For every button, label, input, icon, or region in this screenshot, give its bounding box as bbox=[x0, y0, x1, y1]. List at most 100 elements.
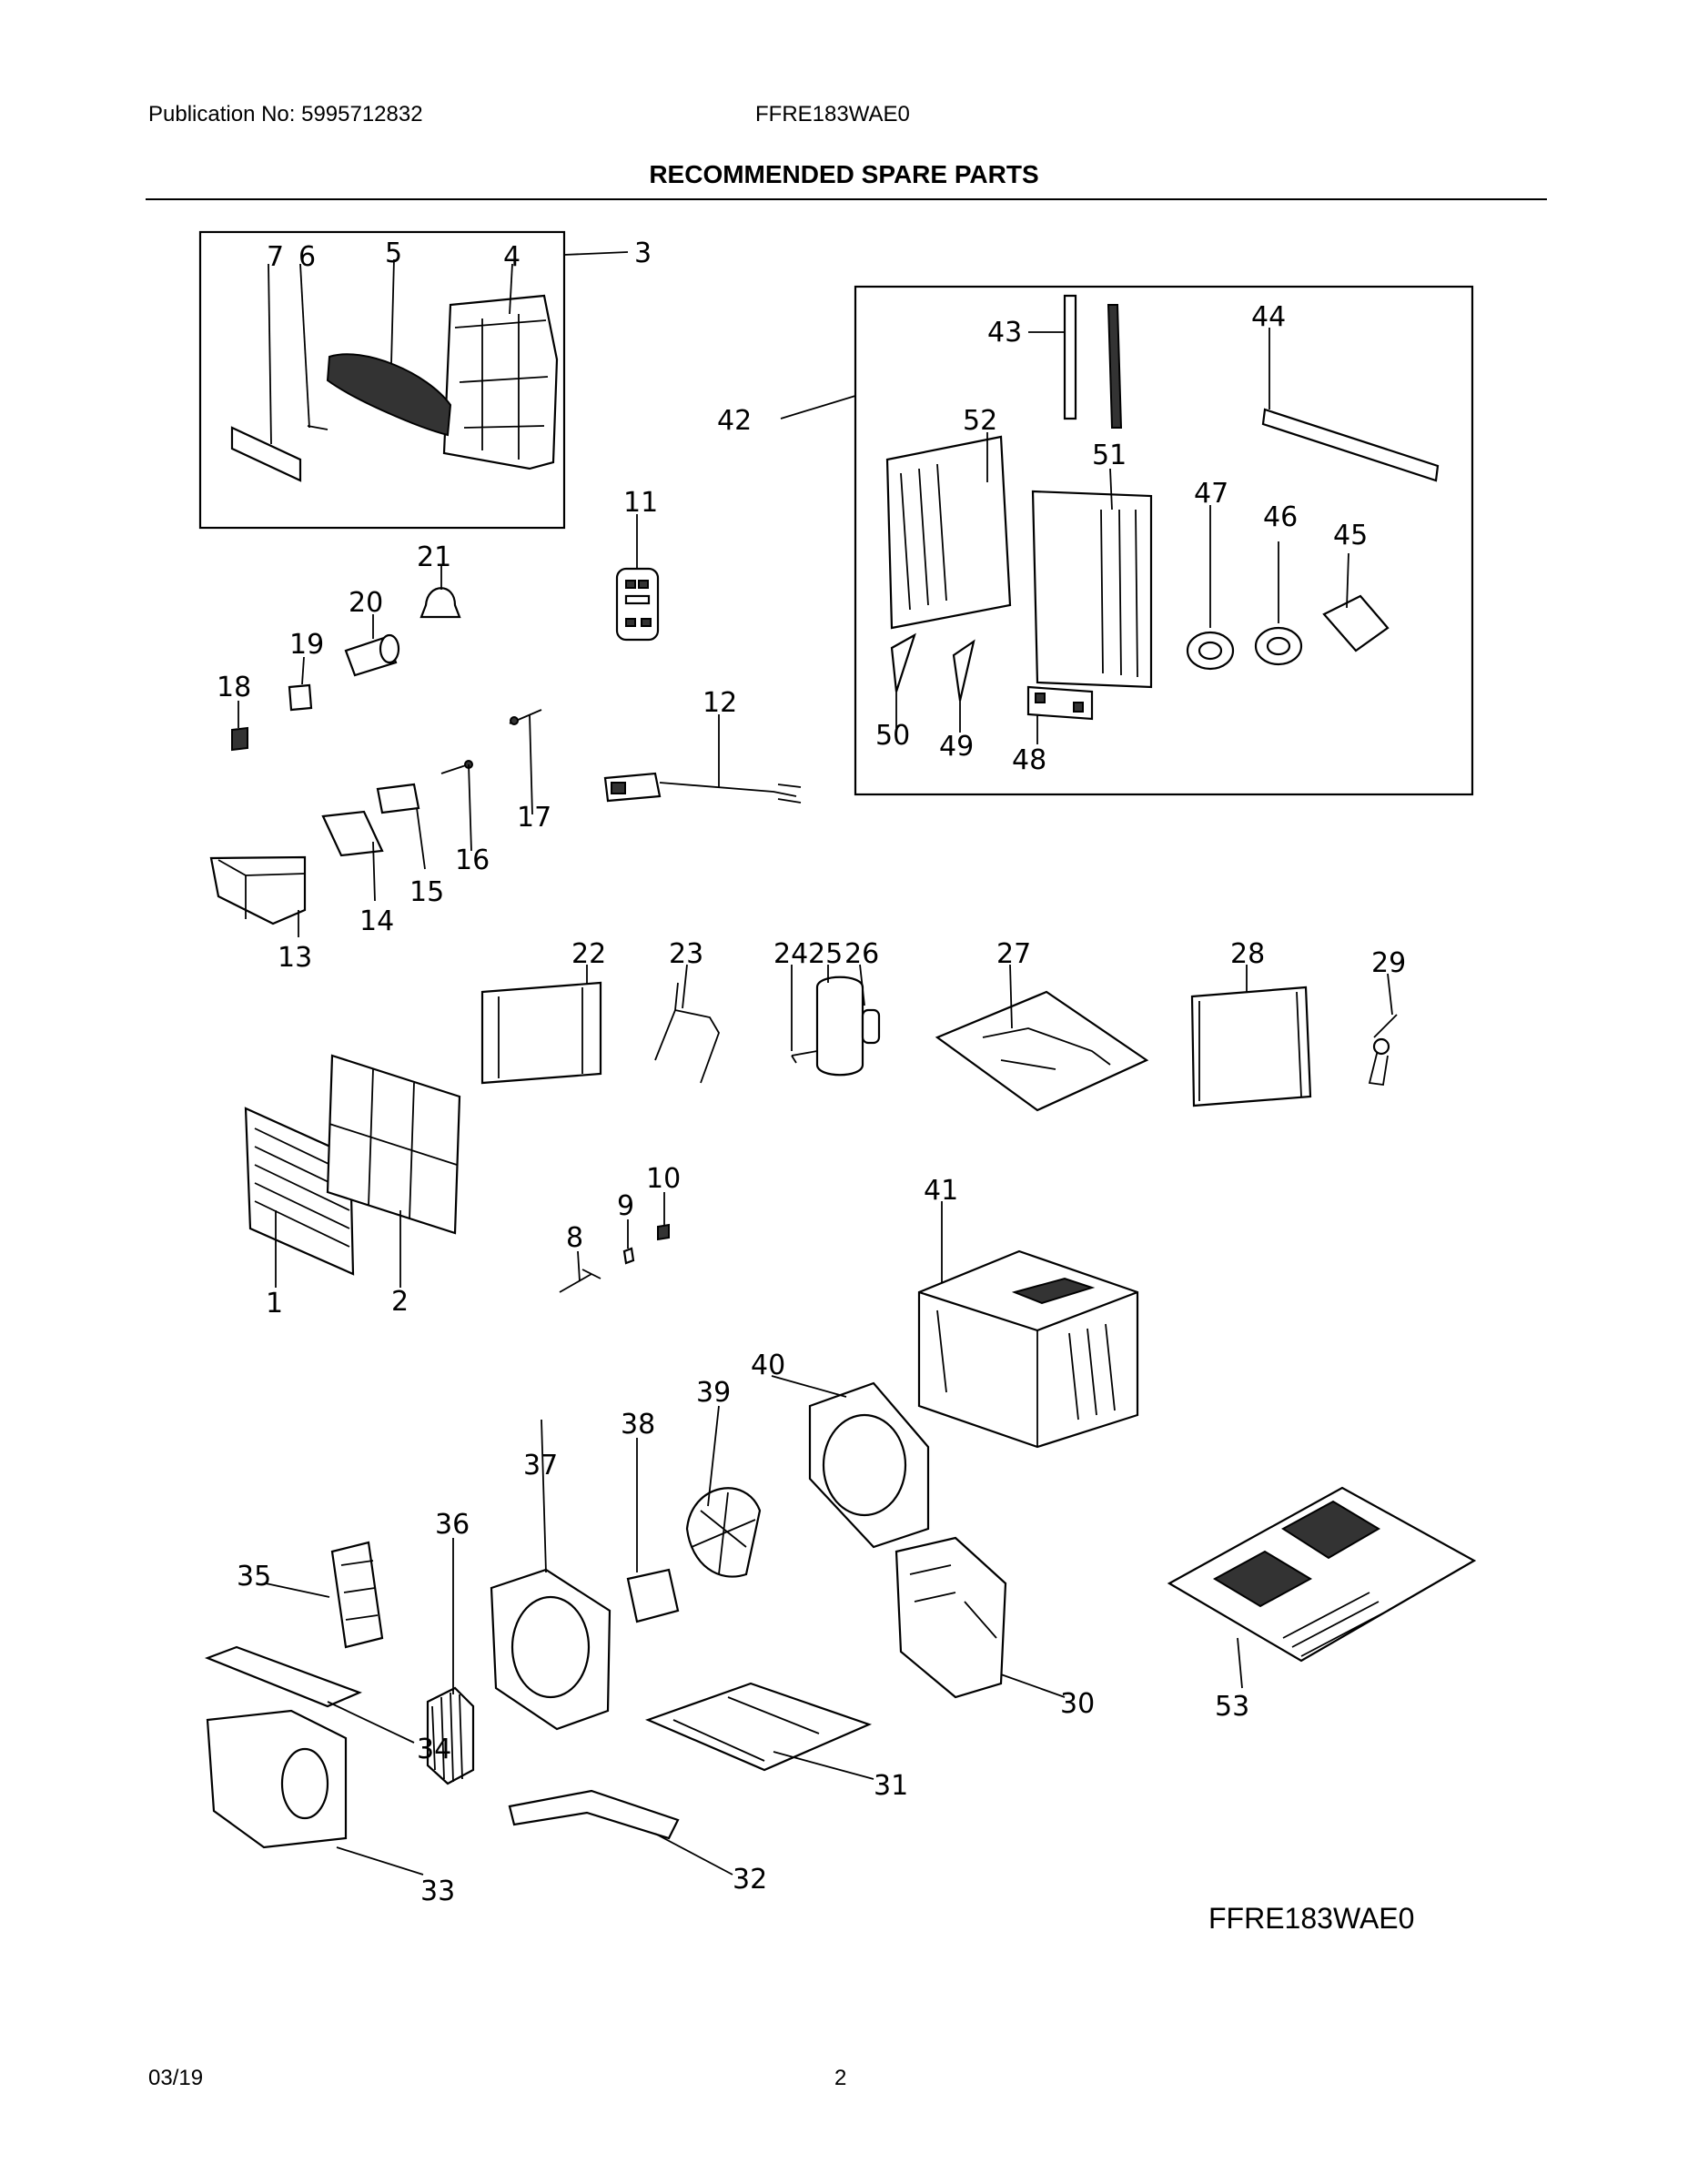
fan-motor-group bbox=[426, 1405, 762, 1785]
bulkhead bbox=[771, 1375, 930, 1549]
callout-42: 42 bbox=[717, 405, 752, 437]
thermistor-holder bbox=[288, 683, 313, 712]
callout-37: 37 bbox=[523, 1450, 558, 1481]
label-sheet bbox=[1167, 1486, 1477, 1689]
callout-12: 12 bbox=[702, 687, 737, 719]
callout-4: 4 bbox=[503, 241, 521, 273]
callout-41: 41 bbox=[924, 1175, 958, 1207]
relay bbox=[231, 726, 248, 752]
callout-53: 53 bbox=[1215, 1691, 1249, 1723]
callout-28: 28 bbox=[1230, 938, 1265, 970]
callout-5: 5 bbox=[385, 238, 402, 269]
callout-38: 38 bbox=[621, 1409, 655, 1441]
condenser bbox=[1190, 986, 1312, 1107]
callout-18: 18 bbox=[217, 672, 251, 703]
right-accordion-panel bbox=[1031, 490, 1153, 689]
callout-labels: 7 6 5 4 3 43 44 42 52 51 47 46 45 11 21 … bbox=[217, 238, 1406, 1907]
callout-33: 33 bbox=[420, 1876, 455, 1907]
callout-48: 48 bbox=[1012, 744, 1046, 776]
refrigeration-row bbox=[480, 964, 1398, 1112]
callout-39: 39 bbox=[696, 1377, 731, 1409]
callout-1: 1 bbox=[266, 1288, 283, 1320]
partition-panel bbox=[895, 1536, 1007, 1699]
compressor bbox=[815, 976, 864, 1077]
callout-15: 15 bbox=[409, 876, 444, 908]
clip bbox=[657, 1223, 670, 1241]
callout-25: 25 bbox=[808, 938, 843, 970]
callout-14: 14 bbox=[359, 905, 394, 937]
side-curtain-bar bbox=[1063, 294, 1077, 420]
callout-21: 21 bbox=[417, 541, 451, 573]
right-bracket bbox=[952, 639, 975, 702]
callout-7: 7 bbox=[267, 241, 284, 273]
electrical-bracket bbox=[330, 1541, 384, 1649]
left-bracket bbox=[890, 632, 916, 693]
page-title: RECOMMENDED SPARE PARTS bbox=[649, 160, 1039, 188]
callout-10: 10 bbox=[646, 1163, 681, 1195]
left-lower-parts bbox=[204, 1541, 424, 1876]
base-pan bbox=[644, 1682, 873, 1772]
display-board bbox=[376, 783, 420, 814]
capillary-assembly bbox=[1372, 1037, 1390, 1056]
control-pad bbox=[230, 426, 302, 482]
callout-51: 51 bbox=[1092, 440, 1127, 471]
callout-17: 17 bbox=[517, 802, 551, 834]
callout-2: 2 bbox=[391, 1286, 409, 1318]
fan-motor bbox=[626, 1568, 680, 1623]
grille-and-filter bbox=[244, 1054, 461, 1288]
left-accordion-panel bbox=[885, 435, 1012, 630]
callout-40: 40 bbox=[751, 1350, 785, 1381]
callout-44: 44 bbox=[1251, 301, 1286, 333]
front-panel-assembly bbox=[198, 230, 629, 530]
cabinet bbox=[917, 1201, 1139, 1449]
callout-45: 45 bbox=[1333, 520, 1368, 551]
callout-43: 43 bbox=[987, 317, 1022, 349]
screw bbox=[622, 1247, 635, 1265]
callout-27: 27 bbox=[996, 938, 1031, 970]
electrical-parts bbox=[209, 514, 802, 937]
window-kit bbox=[780, 285, 1474, 796]
publication-number: Publication No: 5995712832 bbox=[148, 102, 423, 126]
footer-page-number: 2 bbox=[834, 2066, 847, 2090]
capacitor-clamp bbox=[419, 587, 461, 619]
label-sheet-outline bbox=[1167, 1486, 1477, 1663]
control-box bbox=[209, 855, 307, 925]
hardware-kit bbox=[1322, 594, 1390, 652]
callout-11: 11 bbox=[623, 487, 658, 519]
callout-9: 9 bbox=[617, 1190, 634, 1222]
callout-36: 36 bbox=[435, 1509, 470, 1541]
callout-24: 24 bbox=[773, 938, 808, 970]
outer-cabinet bbox=[917, 1249, 1139, 1449]
callout-13: 13 bbox=[278, 942, 312, 974]
callout-26: 26 bbox=[844, 938, 879, 970]
seal-strip bbox=[1107, 304, 1123, 429]
header-model: FFRE183WAE0 bbox=[755, 102, 910, 126]
front-panel-box bbox=[198, 230, 566, 530]
control-board-bracket bbox=[321, 810, 384, 857]
callout-32: 32 bbox=[733, 1864, 767, 1896]
callout-8: 8 bbox=[566, 1222, 583, 1254]
callout-3: 3 bbox=[634, 238, 652, 269]
callout-52: 52 bbox=[963, 405, 997, 437]
diagram-model-label: FFRE183WAE0 bbox=[1208, 1902, 1415, 1935]
callout-29: 29 bbox=[1371, 947, 1406, 979]
callout-16: 16 bbox=[455, 844, 490, 876]
footer-date: 03/19 bbox=[148, 2066, 204, 2090]
callout-47: 47 bbox=[1194, 478, 1228, 510]
callout-49: 49 bbox=[939, 731, 974, 763]
callout-46: 46 bbox=[1263, 501, 1298, 533]
callout-50: 50 bbox=[875, 720, 910, 752]
header-rule bbox=[146, 198, 1547, 200]
callout-20: 20 bbox=[349, 587, 383, 619]
callout-23: 23 bbox=[669, 938, 703, 970]
callout-19: 19 bbox=[289, 629, 324, 661]
callout-34: 34 bbox=[417, 1734, 451, 1765]
callout-35: 35 bbox=[237, 1561, 271, 1592]
copper-tube-tray bbox=[935, 990, 1149, 1112]
callout-30: 30 bbox=[1060, 1688, 1095, 1720]
callout-31: 31 bbox=[874, 1770, 908, 1802]
window-kit-box bbox=[854, 285, 1474, 796]
grille-louver bbox=[326, 353, 452, 437]
small-parts bbox=[559, 1192, 670, 1293]
